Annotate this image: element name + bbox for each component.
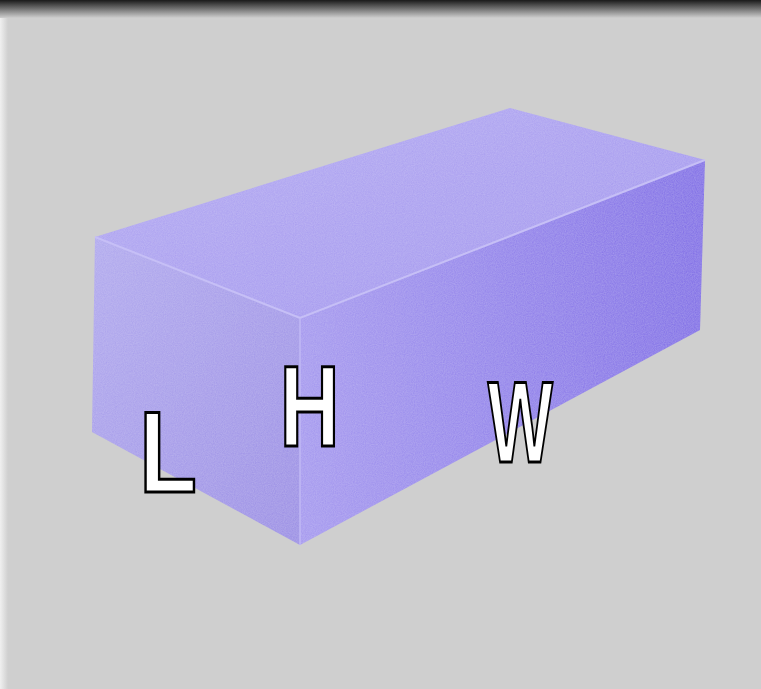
- dimension-label: L: [139, 395, 197, 510]
- cuboid: [92, 108, 705, 545]
- dimension-label: W: [487, 365, 552, 480]
- dimension-label: H: [280, 349, 340, 464]
- top-edge-highlight: [95, 160, 705, 318]
- top-shade: [0, 0, 761, 18]
- left-edge: [0, 18, 8, 689]
- top-face: [95, 108, 705, 318]
